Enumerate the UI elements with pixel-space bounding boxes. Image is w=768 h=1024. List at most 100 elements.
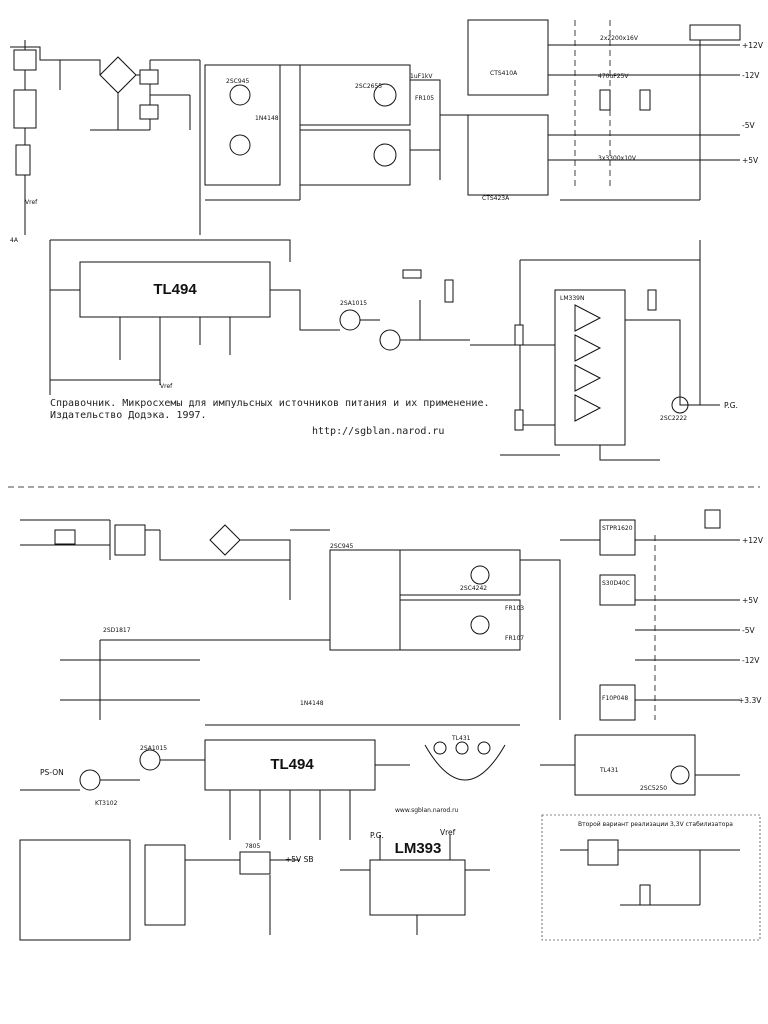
pwm-transistor-1 (339, 309, 361, 331)
top-schematic: TL494 4A Vref 2SC945 2SC2655 FR105 1N414… (10, 19, 764, 461)
diode-label-1n4148: 1N4148 (255, 115, 279, 122)
rectifier-cts423a (467, 114, 549, 196)
rail-bottom-minus5: -5V (742, 626, 755, 635)
output-cap-2 (639, 89, 651, 111)
q-label-2: 2SC2655 (355, 83, 382, 90)
bottom-tl431-reg-label: TL431 (599, 767, 619, 774)
resistor-r5 (514, 409, 524, 431)
lm393-label: LM393 (395, 840, 442, 857)
bottom-lower-switch (399, 599, 521, 651)
lower-switch-stage (299, 129, 411, 186)
pg-transistor (671, 396, 689, 414)
switch-transistor-upper (373, 83, 397, 107)
rail-top-minus12: -12V (742, 71, 760, 80)
bottom-standby-transformer (144, 844, 186, 926)
rail-top-plus12: +12V (742, 41, 764, 50)
driver-transistor-q1 (229, 84, 251, 106)
bulk-cap-upper (139, 69, 159, 85)
bottom-switch-lower-q (470, 615, 490, 635)
lm393-chip (369, 859, 466, 916)
pwm-transistor-label: 2SA1015 (340, 300, 367, 307)
tl431-pin-1 (433, 741, 447, 755)
bottom-rect-label-2: S30D40C (602, 580, 630, 587)
variant-note: Второй вариант реализации 3,3V стабилиза… (578, 821, 733, 828)
lm339-label: LM339N (560, 295, 584, 302)
rail-bottom-minus12: -12V (742, 656, 760, 665)
bottom-q-label-6: 2SC5250 (640, 785, 667, 792)
pg-transistor-label: 2SC2222 (660, 415, 687, 422)
rail-bottom-ps-on: PS-ON (40, 768, 64, 777)
bottom-q-label-2: 2SD1817 (103, 627, 131, 634)
bottom-rectifier-2 (599, 574, 636, 606)
rectifier-label-1: CTS410A (490, 70, 518, 77)
bottom-rect-label-3: F10P048 (602, 695, 628, 702)
bottom-latch-transistor (139, 749, 161, 771)
bottom-q-label-4: KT3102 (95, 800, 118, 807)
mains-label: 4A (10, 237, 19, 244)
comparator-1 (574, 304, 602, 332)
top-url: http://sgblan.narod.ru (312, 426, 444, 437)
fan-connector (689, 24, 741, 41)
caption-line-1: Справочник. Микросхемы для импульсных ис… (50, 398, 490, 409)
bulk-cap-lower (139, 104, 159, 120)
rail-bottom-vref: Vref (440, 828, 456, 837)
cap-label-3: 470uF25V (598, 73, 629, 80)
rail-top-minus5: -5V (742, 121, 755, 130)
resistor-r2 (444, 279, 454, 303)
comparator-3 (574, 364, 602, 392)
rail-top-pg: P.G. (724, 401, 738, 410)
bottom-upper-switch (399, 549, 521, 596)
output-cap-1 (599, 89, 611, 111)
caption-line-2: Издательство Додэка. 1997. (50, 410, 207, 421)
rail-top-plus5: +5V (742, 156, 759, 165)
rail-bottom-plus12: +12V (742, 536, 764, 545)
bottom-d-label-1: FR103 (505, 605, 524, 612)
bottom-choke (114, 524, 146, 556)
bottom-q-label-3: 2SC4242 (460, 585, 487, 592)
bottom-url: www.sgblan.narod.ru (395, 807, 459, 814)
variant-rectifier (587, 839, 619, 866)
comparator-4 (574, 394, 602, 422)
cap-label-4: 1uF1kV (410, 73, 433, 80)
fuse (15, 144, 31, 176)
tl431-pin-3 (477, 741, 491, 755)
q-label-1: 2SC945 (226, 78, 249, 85)
bottom-schematic: TL494 TL431 www.sgblan.narod.ru LM393 Вт… (19, 509, 764, 941)
variant-cap (639, 884, 651, 906)
line-filter (13, 89, 37, 129)
tl494-bottom-chip (204, 739, 376, 791)
bottom-input-filter (54, 529, 76, 545)
bottom-fan-connector (704, 509, 721, 529)
rail-bottom-pg: P.G. (370, 831, 384, 840)
bottom-rectifier-3 (599, 684, 636, 721)
cap-label-2: 3x3300x10V (598, 155, 637, 162)
rail-bottom-plus33: +3.3V (738, 696, 762, 705)
bottom-standby-supply (19, 839, 131, 941)
rail-bottom-5vsb: +5V SB (285, 855, 313, 864)
resistor-r3 (514, 324, 524, 346)
upper-switch-stage (299, 64, 411, 126)
bottom-driver-transformer (329, 549, 401, 651)
comparator-2 (574, 334, 602, 362)
cap-label-1: 2x2200x16V (600, 35, 639, 42)
bottom-bridge (209, 524, 241, 556)
bottom-q-label-1: 2SC945 (330, 543, 353, 550)
bottom-switch-upper-q (470, 565, 490, 585)
bridge-rectifier (99, 56, 137, 94)
switch-transistor-lower (373, 143, 397, 167)
bottom-7805-label: 7805 (245, 843, 260, 850)
tl431-outline (424, 744, 506, 781)
bottom-d-label-3: 1N4148 (300, 700, 324, 707)
tl494-bottom-label: TL494 (270, 756, 314, 773)
rectifier-cts410a (467, 19, 549, 96)
rectifier-label-2: CTS423A (482, 195, 510, 202)
bottom-q-label-5: 2SA1015 (140, 745, 167, 752)
tl431-pin-2 (455, 741, 469, 755)
bottom-33v-transistor (670, 765, 690, 785)
bottom-rect-label-1: STPR1620 (602, 525, 633, 532)
tl494-top-chip (79, 261, 271, 318)
fuse-label: Vref (25, 199, 38, 206)
vref-top-label: Vref (160, 383, 173, 390)
mains-connector (13, 49, 37, 71)
